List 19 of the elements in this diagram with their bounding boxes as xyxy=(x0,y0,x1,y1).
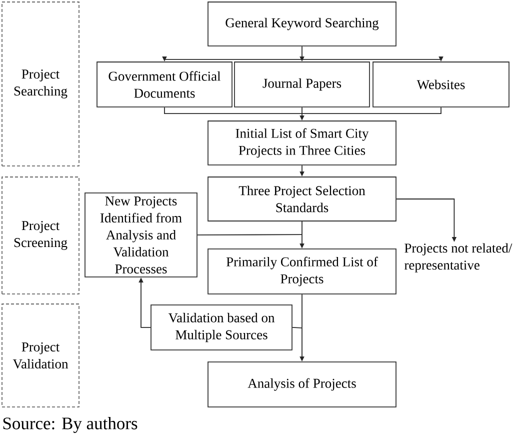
source-caption: Source: By authors xyxy=(3,417,138,433)
process-box: Government Official Documents xyxy=(96,62,232,108)
process-box: New Projects Identified from Analysis and Validation Processes xyxy=(84,192,198,278)
phase-box: Project Validation xyxy=(2,304,80,408)
connector-line xyxy=(197,234,302,236)
note-text: Projects not related/ representative xyxy=(404,243,512,272)
connector-line xyxy=(292,327,302,328)
process-box: Initial List of Smart City Projects in Three Cities xyxy=(208,120,396,166)
connector-line xyxy=(302,107,442,114)
connector-line xyxy=(164,107,302,114)
process-box: General Keyword Searching xyxy=(208,2,396,46)
process-box: Primarily Confirmed List of Projects xyxy=(208,248,396,294)
process-box: Journal Papers xyxy=(234,62,370,108)
process-box: Analysis of Projects xyxy=(208,362,396,408)
process-box: Validation based on Multiple Sources xyxy=(150,304,292,350)
phase-box: Project Searching xyxy=(2,2,80,166)
phase-box: Project Screening xyxy=(2,176,80,294)
process-box: Websites xyxy=(372,62,510,108)
process-box: Three Project Selection Standards xyxy=(208,176,396,222)
